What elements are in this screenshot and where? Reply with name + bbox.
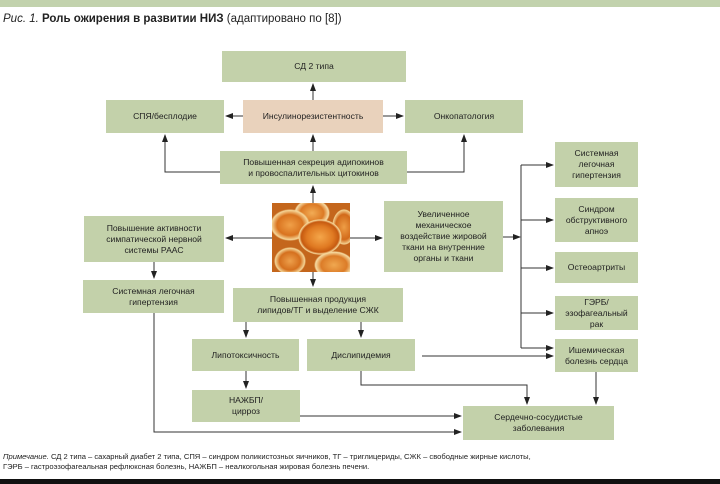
- node-oncopathology: Онкопатология: [405, 100, 523, 133]
- node-insulin-resistance: Инсулинорезистентность: [243, 100, 383, 133]
- node-lipotox-label: Липотоксичность: [211, 349, 280, 360]
- node-sympathetic-activity: Повышение активности симпатической нервн…: [84, 216, 224, 262]
- bottom-decorative-band: [0, 479, 720, 484]
- node-nafld: НАЖБП/ цирроз: [192, 390, 300, 422]
- node-gerd: ГЭРБ/ эзофагеальный рак: [555, 296, 638, 330]
- figure-title-main: Роль ожирения в развитии НИЗ: [42, 13, 224, 25]
- note-label: Примечание.: [3, 452, 49, 461]
- node-ihd-label: Ишемическая болезнь сердца: [564, 344, 629, 366]
- figure-label: Рис. 1.: [3, 13, 39, 25]
- node-onco-label: Онкопатология: [433, 111, 495, 121]
- node-pulm-right-label: Системная легочная гипертензия: [572, 148, 621, 180]
- node-nafld-label: НАЖБП/ цирроз: [228, 395, 264, 416]
- arrow-pulm-left-to-cvd: [153, 313, 462, 435]
- node-lipid-prod-label: Повышенная продукция липидов/ТГ и выделе…: [257, 294, 379, 315]
- node-spya: СПЯ/бесплодие: [106, 100, 224, 133]
- top-decorative-band: [0, 0, 720, 7]
- arrow-dyslipid-to-cvd: [360, 371, 530, 405]
- node-osteo-label: Остеоартриты: [567, 262, 626, 272]
- node-ischemic-heart-disease: Ишемическая болезнь сердца: [555, 339, 638, 372]
- node-osteoarthritis: Остеоартриты: [555, 252, 638, 283]
- node-dyslipidemia: Дислипидемия: [307, 339, 415, 371]
- node-cardiovascular-disease: Сердечно-сосудистые заболевания: [463, 406, 614, 440]
- node-mechanical-impact: Увеличенное механическое воздействие жир…: [384, 201, 503, 272]
- node-sd2-label: СД 2 типа: [294, 61, 334, 71]
- node-pulm-left-label: Системная легочная гипертензия: [112, 285, 195, 307]
- node-pulmonary-hypertension-left: Системная легочная гипертензия: [83, 280, 224, 313]
- node-insulin-label: Инсулинорезистентность: [262, 111, 364, 121]
- arrow-secretion-to-spya: [162, 134, 220, 173]
- node-pulmonary-hypertension-right: Системная легочная гипертензия: [555, 142, 638, 187]
- figure-note: Примечание. СД 2 типа – сахарный диабет …: [3, 452, 703, 472]
- note-line-2: ГЭРБ – гастроэзофагеальная рефлюксная бо…: [3, 462, 370, 471]
- node-lipid-production: Повышенная продукция липидов/ТГ и выделе…: [233, 288, 403, 322]
- node-adipokine-secretion: Повышенная секреция адипокинов и провосп…: [220, 151, 407, 184]
- node-dyslipid-label: Дислипидемия: [331, 349, 391, 360]
- node-spya-label: СПЯ/бесплодие: [133, 111, 197, 121]
- node-sleep-apnea: Синдром обструктивного апноэ: [555, 198, 638, 242]
- figure-title-suffix: (адаптировано по [8]): [226, 13, 342, 25]
- node-mechanical-label: Увеличенное механическое воздействие жир…: [400, 209, 487, 263]
- node-sympathetic-label: Повышение активности симпатической нервн…: [106, 222, 202, 255]
- figure-title: Рис. 1. Роль ожирения в развитии НИЗ (ад…: [3, 13, 342, 25]
- node-lipotoxicity: Липотоксичность: [192, 339, 299, 371]
- note-line-1: СД 2 типа – сахарный диабет 2 типа, СПЯ …: [48, 452, 531, 461]
- node-cvd-label: Сердечно-сосудистые заболевания: [494, 412, 583, 433]
- node-apnea-label: Синдром обструктивного апноэ: [565, 203, 628, 236]
- adipose-tissue-image: [272, 203, 350, 272]
- node-sd2: СД 2 типа: [222, 51, 406, 82]
- node-secretion-label: Повышенная секреция адипокинов и провосп…: [243, 156, 384, 178]
- node-gerd-label: ГЭРБ/ эзофагеальный рак: [565, 296, 628, 329]
- arrow-secretion-to-onco: [407, 134, 467, 173]
